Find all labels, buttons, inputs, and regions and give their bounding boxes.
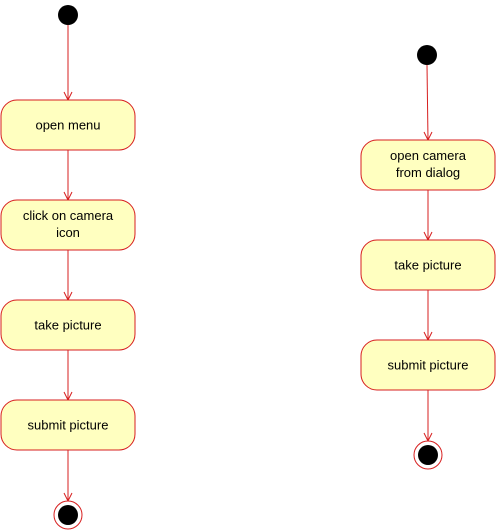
right-activity-flow: open camera from dialog take picture sub… [360, 45, 496, 470]
left-activity-flow: open menu click on camera icon take pict… [0, 5, 136, 530]
right-flow-arrow-take-picture-to-submit [423, 290, 433, 342]
right-action-take-picture-label: take picture [394, 258, 461, 273]
left-final-node [53, 500, 83, 530]
left-action-click-camera-icon-label-line1: click on camera [23, 208, 114, 223]
right-action-submit-picture: submit picture [360, 339, 496, 391]
right-flow-arrow-submit-to-final [423, 390, 433, 443]
left-action-submit-picture: submit picture [0, 399, 136, 451]
right-flow-arrow-start-to-open-camera [423, 64, 433, 142]
left-flow-arrow-submit-to-final [63, 450, 73, 503]
left-action-click-camera-icon: click on camera icon [0, 199, 136, 251]
left-action-submit-picture-label: submit picture [28, 418, 109, 433]
left-action-click-camera-icon-label-line2: icon [56, 225, 80, 240]
right-action-open-camera-from-dialog: open camera from dialog [360, 139, 496, 191]
right-action-open-camera-label-line2: from dialog [396, 165, 460, 180]
left-flow-arrow-take-picture-to-submit [63, 350, 73, 402]
left-flow-arrow-start-to-open-menu [63, 25, 73, 102]
right-action-submit-picture-label: submit picture [388, 358, 469, 373]
left-action-open-menu: open menu [0, 99, 136, 151]
left-action-take-picture: take picture [0, 299, 136, 351]
right-initial-node [417, 45, 437, 65]
left-initial-node [58, 5, 78, 25]
left-action-take-picture-label: take picture [34, 318, 101, 333]
right-flow-arrow-open-camera-to-take-picture [423, 190, 433, 242]
left-action-open-menu-label: open menu [35, 118, 100, 133]
right-action-open-camera-label-line1: open camera [390, 148, 467, 163]
left-flow-arrow-open-menu-to-click-camera [63, 150, 73, 202]
right-final-node [413, 440, 443, 470]
right-action-take-picture: take picture [360, 239, 496, 291]
left-flow-arrow-click-camera-to-take-picture [63, 250, 73, 302]
